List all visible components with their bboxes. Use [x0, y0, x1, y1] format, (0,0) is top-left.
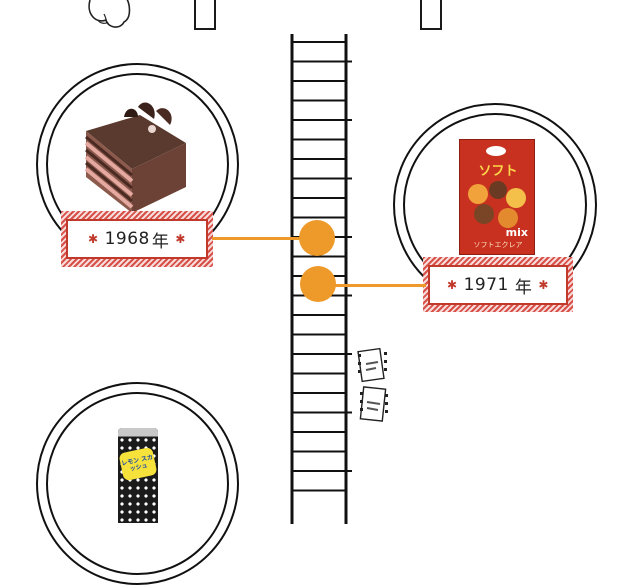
timeline-ladder — [290, 34, 352, 524]
can-top — [118, 428, 158, 437]
lemon-soda-can-image: レモン スカッシュ — [118, 428, 158, 523]
package-brand-icon — [486, 146, 506, 156]
year-unit: 年 — [514, 277, 533, 298]
candy-package-image: ソフト mix ソフトエクレア — [459, 139, 535, 255]
year-label-1968: ✱ 1968 年 ✱ — [66, 219, 208, 259]
year-text: 1968 — [104, 229, 150, 249]
cartoon-foot-icon — [88, 0, 131, 28]
year-unit: 年 — [151, 231, 170, 252]
connector-line-1971 — [334, 284, 426, 287]
timeline-item-1968 — [36, 63, 239, 266]
timeline-dot-1971 — [300, 266, 336, 302]
can-label: レモン スカッシュ — [118, 446, 158, 482]
top-bracket-right — [420, 0, 442, 30]
star-icon: ✱ — [538, 278, 549, 292]
connector-line-1968 — [212, 237, 304, 240]
year-label-1971: ✱ 1971 年 ✱ — [428, 265, 568, 305]
film-strip-icon — [357, 347, 388, 422]
year-text: 1971 — [463, 275, 509, 295]
chocolate-cake-image — [84, 102, 186, 213]
top-bracket-left — [194, 0, 216, 30]
star-icon: ✱ — [88, 232, 99, 246]
timeline-dot-1968 — [299, 220, 335, 256]
package-footer: ソフトエクレア — [473, 241, 523, 249]
package-tag: mix — [505, 226, 528, 239]
star-icon: ✱ — [447, 278, 458, 292]
star-icon: ✱ — [175, 232, 186, 246]
can-label-text: レモン スカッシュ — [120, 453, 154, 473]
candy-pieces-image — [468, 181, 526, 228]
package-headline: ソフト — [478, 164, 518, 179]
